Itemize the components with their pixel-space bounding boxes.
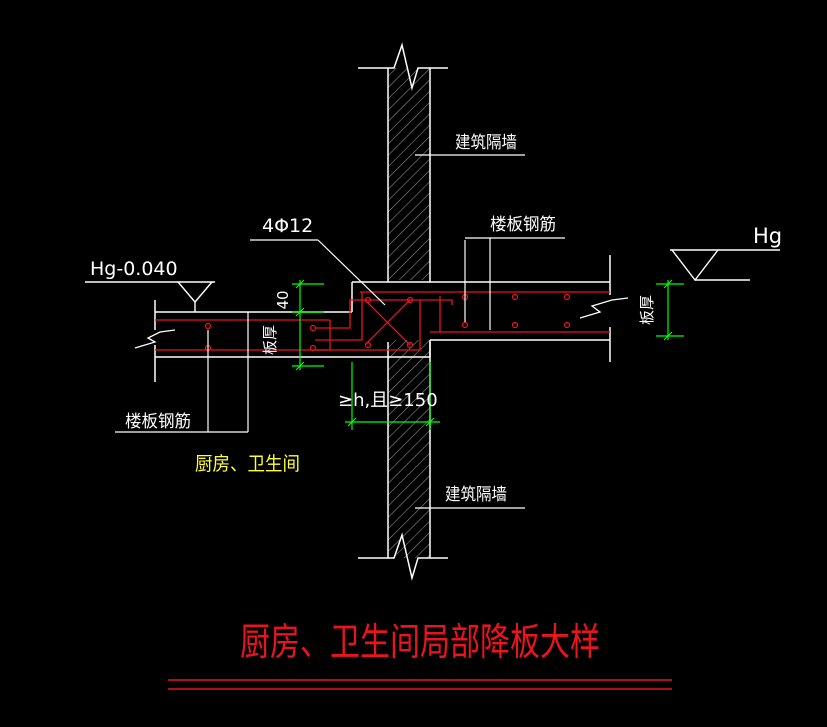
break-line-right [579, 297, 629, 319]
break-line-left [134, 329, 176, 349]
rebar-spec-label: 4Φ12 [262, 215, 313, 237]
rebar [155, 291, 610, 351]
elevation-label-left: Hg-0.040 [90, 258, 178, 280]
slab-outline [154, 255, 611, 382]
elevation-mark-right [670, 249, 780, 282]
partition-wall-upper [358, 42, 448, 282]
dimensions [292, 279, 684, 430]
slab-rebar-label-right: 楼板钢筋 [490, 215, 556, 235]
drawing-title: 厨房、卫生间局部降板大样 [240, 620, 600, 664]
elevation-label-right: Hg [753, 224, 782, 248]
wall-label-bottom: 建筑隔墙 [445, 485, 507, 505]
room-label: 厨房、卫生间 [195, 453, 300, 475]
dimension-40: 40 [274, 290, 292, 309]
break-line-bottom [358, 532, 448, 581]
elevation-mark-left [85, 281, 215, 312]
leaders [115, 154, 565, 509]
slab-rebar-label-left: 楼板钢筋 [125, 412, 191, 432]
thickness-label-right: 板厚 [638, 295, 656, 325]
break-line-top [358, 42, 448, 91]
wall-label-top: 建筑隔墙 [455, 133, 517, 153]
width-dimension-label: ≥h,且≥150 [338, 390, 438, 411]
thickness-label-left: 板厚 [261, 325, 279, 355]
partition-wall-lower [358, 340, 448, 581]
